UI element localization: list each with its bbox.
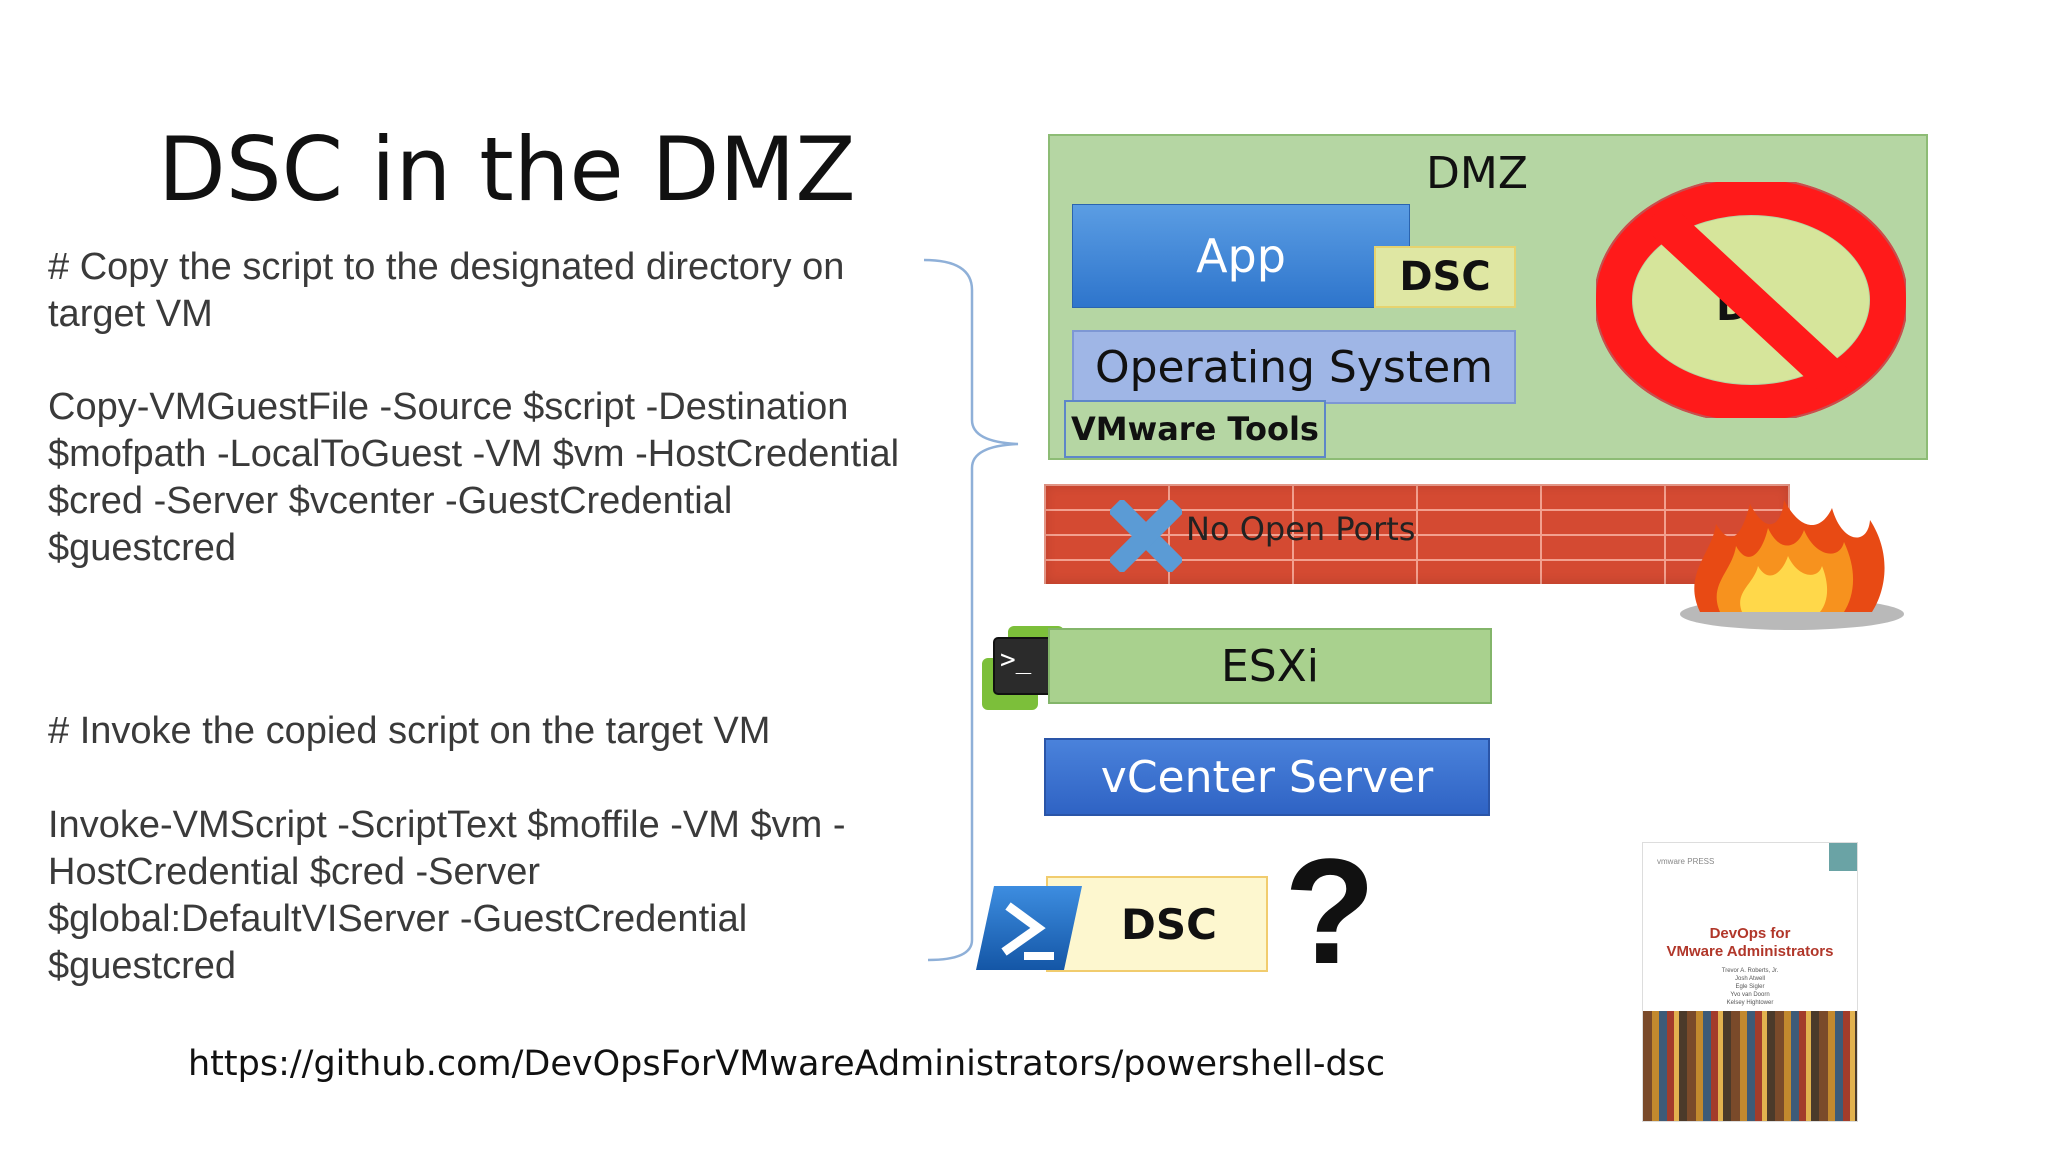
copy-comment: # Copy the script to the designated dire…: [48, 246, 845, 335]
book-title: DevOps for VMware Administrators: [1643, 925, 1857, 961]
question-mark: ?: [1284, 827, 1376, 995]
book-cover-art: [1643, 1011, 1857, 1121]
dsc-dmz-label: DSC: [1399, 254, 1491, 300]
book-title-line1: DevOps for: [1709, 925, 1791, 942]
book-author: Trevor A. Roberts, Jr.: [1721, 968, 1779, 974]
fire-icon: [1680, 500, 1904, 630]
vcenter-server-layer: vCenter Server: [1044, 738, 1490, 816]
book-author: Josh Atwell: [1734, 976, 1765, 982]
esxi-label: ESXi: [1220, 640, 1320, 692]
no-open-ports-label: No Open Ports: [1186, 510, 1416, 548]
slide-title: DSC in the DMZ: [158, 118, 856, 221]
app-layer: App: [1072, 204, 1410, 308]
dmz-label: DMZ: [1426, 148, 1528, 199]
copy-command: Copy-VMGuestFile -Source $script -Destin…: [48, 386, 900, 569]
brace-connector: [923, 258, 1019, 962]
book-cover: vmware PRESS DevOps for VMware Administr…: [1642, 842, 1858, 1122]
invoke-command: Invoke-VMScript -ScriptText $moffile -VM…: [48, 804, 846, 987]
book-corner-accent: [1829, 843, 1857, 871]
blocked-x-icon: [1110, 500, 1182, 572]
vcenter-label: vCenter Server: [1100, 751, 1434, 803]
dsc-bottom-label: DSC: [1121, 899, 1217, 949]
firewall-wall: [1044, 484, 1790, 584]
book-author: Kelsey Hightower: [1726, 1000, 1774, 1006]
github-url[interactable]: https://github.com/DevOpsForVMwareAdmini…: [188, 1044, 1386, 1084]
vmware-tools-label: VMware Tools: [1071, 410, 1319, 448]
os-label: Operating System: [1094, 341, 1494, 393]
app-label: App: [1196, 229, 1286, 283]
dsc-in-dmz: DSC: [1374, 246, 1516, 308]
svg-text:>_: >_: [1000, 645, 1032, 675]
invoke-comment: # Invoke the copied script on the target…: [48, 710, 771, 752]
vmware-tools-layer: VMware Tools: [1064, 400, 1326, 458]
prohibition-icon: D: [1596, 182, 1906, 418]
dsc-server: DSC: [1046, 876, 1268, 972]
book-authors: Trevor A. Roberts, Jr. Josh Atwell Egle …: [1643, 967, 1857, 1007]
esxi-layer: ESXi: [1048, 628, 1492, 704]
book-author: Yvo van Doorn: [1730, 992, 1770, 998]
powershell-icon: [976, 886, 1082, 970]
operating-system-layer: Operating System: [1072, 330, 1516, 404]
book-author: Egle Sigler: [1735, 984, 1765, 990]
book-press-label: vmware PRESS: [1657, 857, 1715, 866]
book-title-line2: VMware Administrators: [1666, 943, 1834, 960]
